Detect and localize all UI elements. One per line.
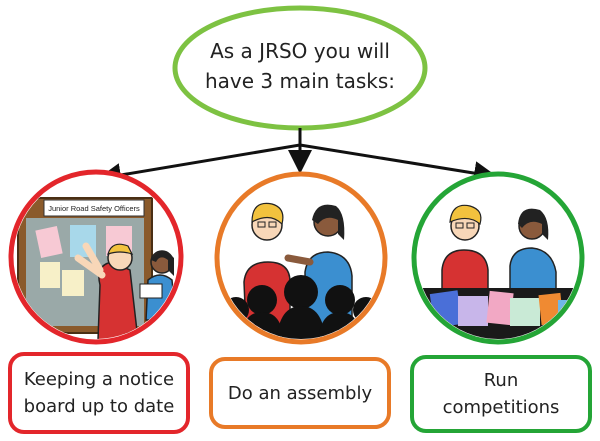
task-box-assembly: Do an assembly [209,357,391,429]
board-title: Junior Road Safety Officers [48,204,140,213]
arrow-left [97,128,302,187]
competitions-illustration [411,171,585,345]
arrow-right [299,143,498,185]
center-line-2: have 3 main tasks: [204,69,396,93]
task-label-assembly: Do an assembly [227,382,373,404]
notice-board-illustration: Junior Road Safety Officers [8,169,184,345]
center-line-1: As a JRSO you will [210,39,390,63]
center-oval-text: As a JRSO you will have 3 main tasks: [185,36,415,96]
task-box-competitions: Run competitions [410,355,592,433]
task-label-notice-board: Keeping a notice board up to date [23,369,175,417]
assembly-illustration [214,171,388,345]
arrows [97,128,498,187]
task-box-notice-board: Keeping a notice board up to date [8,352,190,434]
task-label-competitions: Run competitions [442,370,560,418]
